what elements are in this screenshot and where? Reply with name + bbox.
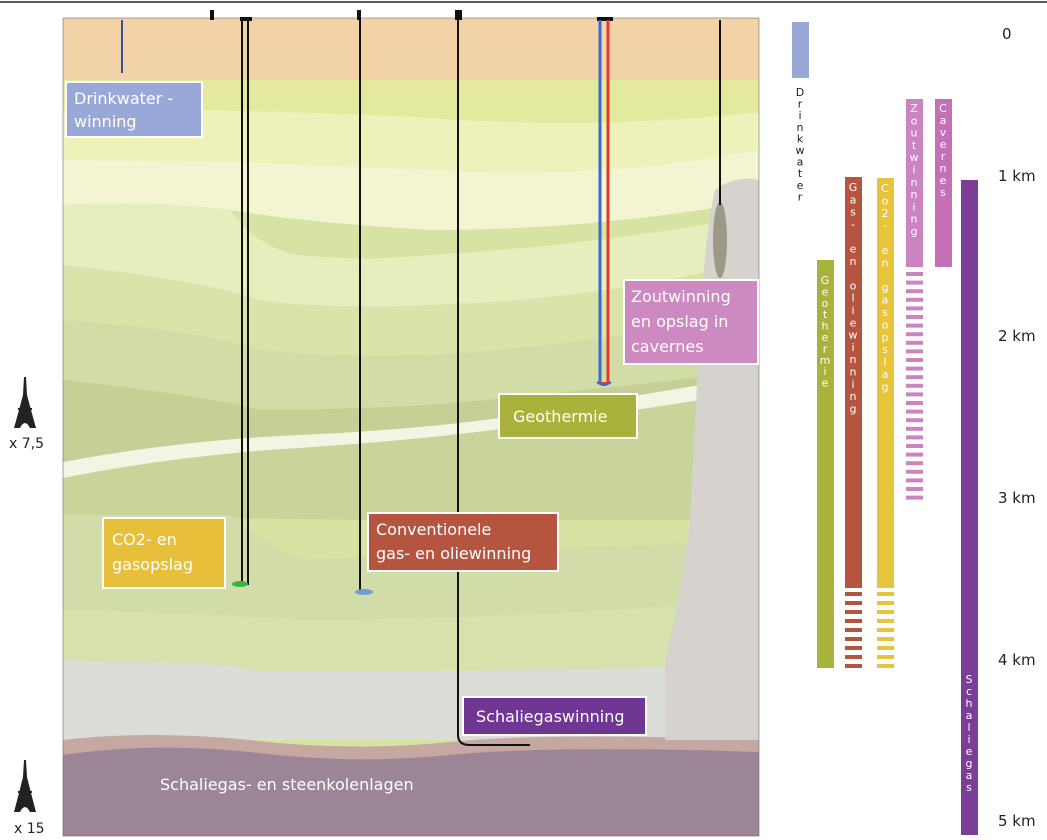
co2-box-line1: CO2- en — [112, 530, 177, 549]
label-zout: Zoutwinning en opslag in cavernes — [623, 279, 759, 365]
bar-gas-olie — [845, 177, 862, 588]
zout-box-line3: cavernes — [631, 337, 704, 356]
co2-box — [102, 517, 226, 589]
layer-shale — [63, 747, 759, 836]
schaliegaswinning-box — [462, 696, 647, 736]
layer-6 — [63, 260, 759, 356]
depth-tick-0: 0 — [1002, 25, 1012, 43]
depth-tick-1: 1 km — [998, 167, 1036, 185]
layer-topsoil — [63, 18, 759, 80]
bar-drinkwater — [792, 22, 809, 78]
wells — [121, 10, 721, 746]
label-drinkwater: Drinkwater - winning — [65, 81, 203, 138]
scale-lower-label: x 15 — [14, 821, 45, 837]
drinkwater-box — [65, 81, 203, 138]
section-frame — [62, 17, 760, 837]
bottom-layer-label: Schaliegas- en steenkolenlagen — [160, 775, 414, 794]
depth-tick-5: 5 km — [998, 812, 1036, 830]
layer-7 — [63, 310, 759, 410]
gas-reservoir-marker — [355, 589, 373, 595]
bar-zout-dashes — [906, 272, 923, 500]
layer-3 — [63, 109, 759, 173]
depth-axis: 0 1 km 2 km 3 km 4 km 5 km — [998, 25, 1036, 830]
layer-grey — [63, 660, 759, 740]
wellhead-2 — [240, 17, 252, 21]
bar-schaliegas — [961, 180, 978, 835]
zout-box-line1: Zoutwinning — [631, 287, 731, 306]
bar-gas-olie-dashes — [845, 592, 862, 668]
wellhead-1 — [210, 10, 214, 20]
label-schaliegaswinning: Schaliegaswinning — [462, 696, 647, 736]
layer-5 — [63, 203, 759, 307]
drinkwater-box-line2: winning — [74, 112, 137, 131]
geothermie-box — [498, 393, 638, 439]
conventionele-box-line1: Conventionele — [376, 520, 491, 539]
label-geothermie: Geothermie — [498, 393, 638, 439]
label-conventionele: Conventionele gas- en oliewinning — [367, 512, 559, 572]
zout-box — [623, 279, 759, 365]
layer-11 — [63, 600, 759, 680]
depth-tick-4: 4 km — [998, 651, 1036, 669]
bar-co2-dashes — [877, 592, 894, 668]
scale-upper-label: x 7,5 — [9, 436, 44, 452]
eiffel-tower-icon-lower — [14, 760, 36, 812]
conventionele-box-line2: gas- en oliewinning — [376, 544, 531, 563]
layer-2 — [63, 80, 759, 123]
cross-section — [62, 17, 760, 837]
bar-cavernes — [935, 99, 952, 267]
wellhead-3 — [357, 10, 361, 20]
bar-geothermie — [817, 260, 834, 668]
shale-gas-well — [457, 20, 530, 746]
wellhead-4 — [455, 10, 462, 20]
layer-4 — [63, 150, 759, 230]
schaliegaswinning-box-text: Schaliegaswinning — [476, 707, 624, 726]
salt-cavern — [713, 202, 727, 278]
depth-tick-2: 2 km — [998, 327, 1036, 345]
bar-zout — [906, 99, 923, 267]
white-band — [63, 385, 700, 478]
geothermal-bottom — [596, 381, 612, 386]
co2-reservoir-marker — [232, 581, 248, 587]
eiffel-tower-icon-upper — [14, 377, 36, 428]
label-co2: CO2- en gasopslag — [102, 517, 226, 589]
conventionele-box — [367, 512, 559, 572]
wellhead-5 — [597, 17, 613, 21]
zout-box-line2: en opslag in — [631, 312, 728, 331]
geothermie-box-text: Geothermie — [513, 407, 607, 426]
co2-box-line2: gasopslag — [112, 555, 193, 574]
depth-tick-3: 3 km — [998, 489, 1036, 507]
drinkwater-box-line1: Drinkwater - — [74, 89, 173, 108]
bar-co2 — [877, 178, 894, 588]
